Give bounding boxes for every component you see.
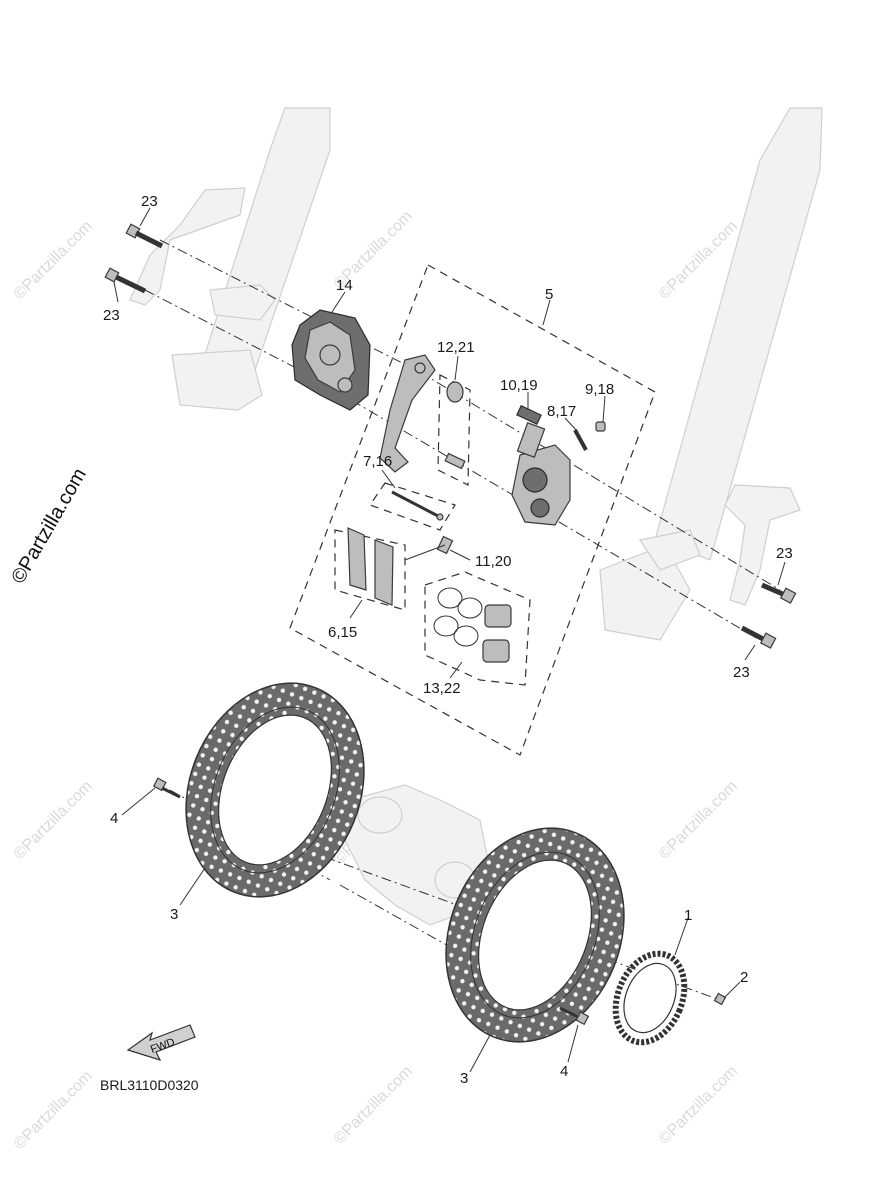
callout-12-21: 12,21 [437, 339, 475, 356]
brake-disc-3-right [445, 827, 625, 1043]
right-fork-ghost [599, 107, 823, 641]
watermark-text: ©Partzilla.com [11, 778, 96, 863]
pad-spring-10-19 [516, 405, 542, 425]
callout-23-lower-left: 23 [103, 307, 120, 324]
callout-labels: 23 23 14 5 12,21 10,19 9,18 8,17 7,16 11… [103, 193, 793, 1087]
callout-3-left: 3 [170, 906, 178, 923]
watermark-text: ©Partzilla.com [11, 218, 96, 303]
bolt-23-upper-left [125, 223, 164, 249]
boot-12-21 [437, 374, 471, 486]
brake-disc-3-left [185, 682, 365, 898]
disc-bolt-4-left [152, 777, 181, 799]
watermark-text-large: ©Partzilla.com [7, 465, 91, 588]
wheel-hub-ghost [344, 784, 491, 926]
callout-5: 5 [545, 286, 553, 303]
watermark-text: ©Partzilla.com [656, 1063, 741, 1148]
caliper-kit-box-5 [289, 264, 656, 756]
callout-23-upper-left: 23 [141, 193, 158, 210]
callout-23-upper-right: 23 [776, 545, 793, 562]
disc-bolt-4-right [559, 1006, 590, 1026]
callout-10-19: 10,19 [500, 377, 538, 394]
bolt-23-lower-left [104, 267, 147, 294]
callout-9-18: 9,18 [585, 381, 614, 398]
callout-2: 2 [740, 969, 748, 986]
callout-8-17: 8,17 [547, 403, 576, 420]
callout-13-22: 13,22 [423, 680, 461, 697]
screw-2 [713, 992, 727, 1006]
watermark-text: ©Partzilla.com [331, 1063, 416, 1148]
bolt-23-upper-right [761, 582, 797, 604]
forward-arrow: FWD [126, 1024, 196, 1061]
brake-pads-6-15 [334, 527, 406, 611]
callout-23-lower-right: 23 [733, 664, 750, 681]
bleed-screw-8-17 [573, 429, 588, 451]
caliper-assembly-14 [291, 309, 371, 411]
callout-1: 1 [684, 907, 692, 924]
callout-6-15: 6,15 [328, 624, 357, 641]
pad-clip-11-20 [404, 535, 454, 561]
leader-lines [113, 207, 786, 1073]
callout-7-16: 7,16 [363, 453, 392, 470]
diagram-code: BRL3110D0320 [100, 1077, 199, 1093]
callout-4-right: 4 [560, 1063, 568, 1080]
caliper-body [511, 422, 571, 526]
bleed-cap-9-18 [595, 421, 606, 432]
callout-3-right: 3 [460, 1070, 468, 1087]
callout-4-left: 4 [110, 810, 118, 827]
callout-11-20: 11,20 [475, 553, 511, 570]
pad-pin-7-16 [369, 482, 456, 531]
bolt-23-lower-right [740, 625, 777, 649]
caliper-bracket [379, 354, 436, 473]
sensor-rotor-1 [612, 950, 688, 1046]
watermark-text: ©Partzilla.com [11, 1068, 96, 1153]
left-fork-ghost [129, 107, 331, 411]
watermark-text: ©Partzilla.com [656, 778, 741, 863]
callout-14: 14 [336, 277, 353, 294]
piston-seal-kit-13-22 [424, 571, 531, 686]
